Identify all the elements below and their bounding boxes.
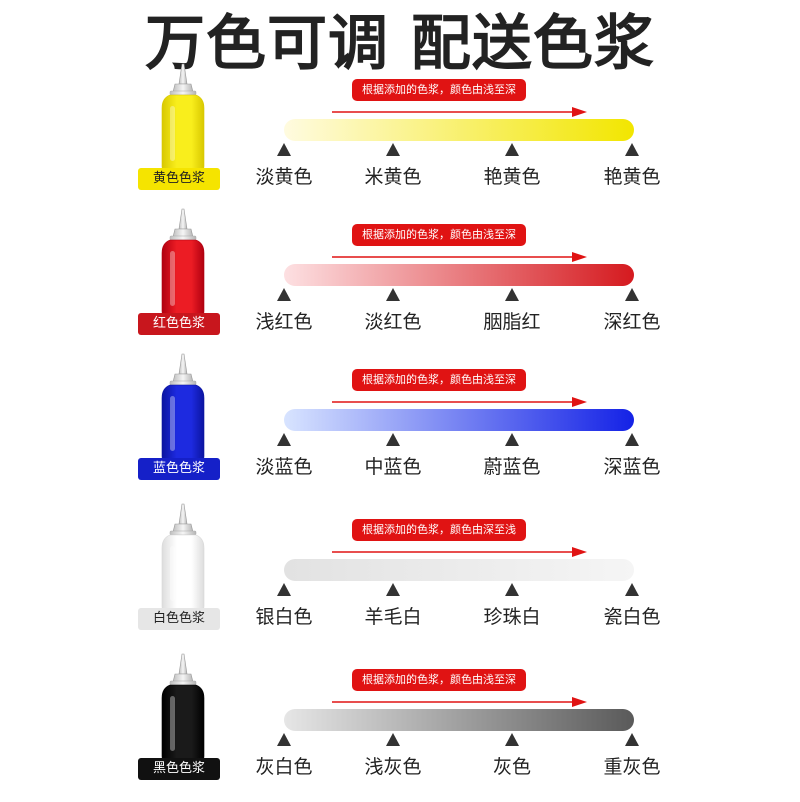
marker-triangle-icon — [386, 288, 400, 301]
gradient-note: 根据添加的色浆，颜色由浅至深 — [352, 369, 526, 391]
gradient-note: 根据添加的色浆，颜色由浅至深 — [352, 224, 526, 246]
shade-label: 深蓝色 — [603, 456, 661, 478]
marker-triangle-icon — [386, 433, 400, 446]
page-headline: 万色可调 配送色浆 — [145, 9, 655, 79]
color-row: 蓝色色浆 根据添加的色浆，颜色由浅至深淡蓝色 中蓝色 蔚蓝色 深蓝色 — [0, 352, 800, 502]
shade-label: 淡蓝色 — [255, 456, 313, 478]
marker-triangle-icon — [505, 583, 519, 596]
paste-bottle-icon — [161, 653, 205, 763]
color-row: 白色色浆 根据添加的色浆，颜色由深至浅银白色 羊毛白 珍珠白 瓷白色 — [0, 502, 800, 652]
shade-label: 淡红色 — [364, 311, 422, 333]
shade-label: 羊毛白 — [364, 606, 422, 628]
marker-triangle-icon — [625, 583, 639, 596]
gradient-bar — [284, 409, 634, 431]
paste-tag: 黄色色浆 — [138, 168, 220, 190]
marker-triangle-icon — [625, 433, 639, 446]
paste-tag: 白色色浆 — [138, 608, 220, 630]
shade-label: 米黄色 — [364, 166, 422, 188]
gradient-note: 根据添加的色浆，颜色由浅至深 — [352, 669, 526, 691]
shade-label: 胭脂红 — [483, 311, 541, 333]
marker-triangle-icon — [625, 288, 639, 301]
gradient-note: 根据添加的色浆，颜色由深至浅 — [352, 519, 526, 541]
shade-label: 深红色 — [603, 311, 661, 333]
shade-label: 艳黄色 — [483, 166, 541, 188]
marker-triangle-icon — [505, 143, 519, 156]
shade-label: 浅红色 — [255, 311, 313, 333]
shade-label: 灰色 — [492, 756, 531, 778]
gradient-bar — [284, 264, 634, 286]
gradient-note: 根据添加的色浆，颜色由浅至深 — [352, 79, 526, 101]
paste-bottle-icon — [161, 208, 205, 318]
shade-label: 瓷白色 — [603, 606, 661, 628]
gradient-bar — [284, 559, 634, 581]
marker-triangle-icon — [505, 433, 519, 446]
direction-arrow-icon — [332, 252, 587, 262]
marker-triangle-icon — [505, 733, 519, 746]
shade-label: 重灰色 — [603, 756, 661, 778]
color-row: 黑色色浆 根据添加的色浆，颜色由浅至深灰白色 浅灰色 灰色 重灰色 — [0, 652, 800, 802]
marker-triangle-icon — [277, 143, 291, 156]
marker-triangle-icon — [277, 433, 291, 446]
paste-tag: 蓝色色浆 — [138, 458, 220, 480]
marker-triangle-icon — [386, 733, 400, 746]
shade-label: 淡黄色 — [255, 166, 313, 188]
direction-arrow-icon — [332, 697, 587, 707]
shade-label: 蔚蓝色 — [483, 456, 541, 478]
direction-arrow-icon — [332, 547, 587, 557]
marker-triangle-icon — [277, 733, 291, 746]
direction-arrow-icon — [332, 397, 587, 407]
gradient-bar — [284, 119, 634, 141]
paste-tag: 黑色色浆 — [138, 758, 220, 780]
marker-triangle-icon — [505, 288, 519, 301]
shade-label: 浅灰色 — [364, 756, 422, 778]
marker-triangle-icon — [625, 143, 639, 156]
direction-arrow-icon — [332, 107, 587, 117]
marker-triangle-icon — [386, 583, 400, 596]
shade-label: 灰白色 — [255, 756, 313, 778]
gradient-bar — [284, 709, 634, 731]
color-row: 黄色色浆 根据添加的色浆，颜色由浅至深淡黄色 米黄色 艳黄色 艳黄色 — [0, 62, 800, 212]
paste-bottle-icon — [161, 503, 205, 613]
marker-triangle-icon — [386, 143, 400, 156]
marker-triangle-icon — [277, 288, 291, 301]
paste-tag: 红色色浆 — [138, 313, 220, 335]
shade-label: 中蓝色 — [364, 456, 422, 478]
paste-bottle-icon — [161, 63, 205, 173]
color-row: 红色色浆 根据添加的色浆，颜色由浅至深浅红色 淡红色 胭脂红 深红色 — [0, 207, 800, 357]
shade-label: 珍珠白 — [483, 606, 541, 628]
marker-triangle-icon — [277, 583, 291, 596]
shade-label: 银白色 — [255, 606, 313, 628]
marker-triangle-icon — [625, 733, 639, 746]
shade-label: 艳黄色 — [603, 166, 661, 188]
